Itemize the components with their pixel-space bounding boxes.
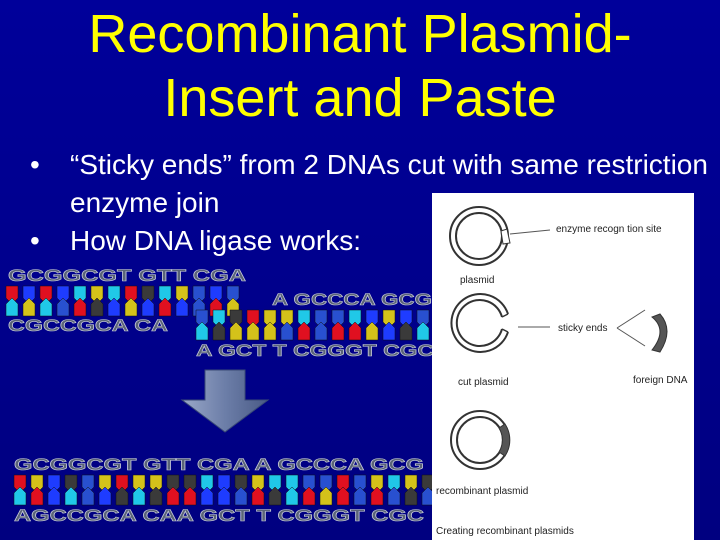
- bullet-text-1: “Sticky ends” from 2 DNAs cut with same …: [70, 149, 708, 218]
- figure-background: [432, 193, 694, 540]
- label-foreign-dna: foreign DNA: [633, 375, 688, 386]
- dna-base-bottom: [73, 297, 87, 317]
- dna-base-bottom: [399, 321, 413, 341]
- dna-base-bottom: [280, 321, 294, 341]
- dna-base-bottom: [285, 486, 299, 506]
- dna-base-bottom: [229, 321, 243, 341]
- dna-base-bottom: [212, 321, 226, 341]
- down-arrow-icon: [180, 369, 270, 433]
- dna-base-bottom: [124, 297, 138, 317]
- dna-joined-top-strand: GCGGCGT GTT CGA A GCCCA GCG: [14, 455, 424, 474]
- dna-base-bottom: [158, 297, 172, 317]
- bullet-text-2: How DNA ligase works:: [70, 225, 361, 256]
- dna-left-top-strand: GCGGCGT GTT CGA: [8, 266, 246, 285]
- dna-base-bottom: [387, 486, 401, 506]
- title-line-2: Insert and Paste: [163, 68, 557, 128]
- bullet-dot: •: [30, 225, 40, 256]
- dna-base-bottom: [64, 486, 78, 506]
- dna-base-bottom: [56, 297, 70, 317]
- dna-base-bottom: [39, 297, 53, 317]
- dna-base-bottom: [30, 486, 44, 506]
- dna-base-bottom: [200, 486, 214, 506]
- dna-base-bottom: [251, 486, 265, 506]
- bullet-item: • “Sticky ends” from 2 DNAs cut with sam…: [30, 146, 710, 222]
- foreign-dna-diagram: [651, 313, 668, 353]
- figure-caption: Creating recombinant plasmids: [436, 526, 574, 537]
- plasmid-diagram: [449, 206, 551, 266]
- dna-base-bottom: [302, 486, 316, 506]
- dna-base-bottom: [217, 486, 231, 506]
- dna-base-bottom: [404, 486, 418, 506]
- dna-joined-bottom-strand: AGCCGCA CAA GCT T CGGGT CGC: [14, 506, 424, 525]
- dna-base-bottom: [314, 321, 328, 341]
- dna-base-bottom: [353, 486, 367, 506]
- dna-base-bottom: [175, 297, 189, 317]
- cut-plasmid-diagram: [450, 293, 550, 353]
- dna-base-bottom: [263, 321, 277, 341]
- label-recombinant-plasmid: recombinant plasmid: [436, 486, 528, 497]
- dna-base-bottom: [5, 297, 19, 317]
- plasmid-figure: enzyme recogn tion site plasmid sticky e…: [432, 193, 694, 540]
- dna-base-bottom: [141, 297, 155, 317]
- dna-base-bottom: [13, 486, 27, 506]
- dna-right-top-strand: A GCCCA GCG: [272, 290, 432, 309]
- label-plasmid: plasmid: [460, 275, 494, 286]
- dna-base-bottom: [416, 321, 430, 341]
- label-sticky-ends: sticky ends: [558, 323, 607, 334]
- dna-base-bottom: [115, 486, 129, 506]
- dna-base-bottom: [246, 321, 260, 341]
- dna-base-bottom: [319, 486, 333, 506]
- dna-fragment-right: A GCCCA GCG A GCT T CGGGT CGC: [195, 290, 435, 361]
- dna-base-bottom: [132, 486, 146, 506]
- dna-base-bottom: [107, 297, 121, 317]
- dna-base-bottom: [297, 321, 311, 341]
- dna-base-bottom: [149, 486, 163, 506]
- dna-base-bottom: [183, 486, 197, 506]
- dna-base-blocks: [13, 474, 435, 506]
- title-line-1: Recombinant Plasmid-: [88, 4, 632, 64]
- dna-fragment-left: GCGGCGT GTT CGA CGCCGCA CA: [5, 266, 246, 335]
- dna-base-bottom: [336, 486, 350, 506]
- bullet-dot: •: [30, 149, 40, 180]
- slide-title: Recombinant Plasmid- Insert and Paste: [0, 2, 720, 130]
- dna-base-bottom: [47, 486, 61, 506]
- dna-base-bottom: [81, 486, 95, 506]
- dna-base-bottom: [331, 321, 345, 341]
- dna-base-bottom: [195, 321, 209, 341]
- dna-base-bottom: [22, 297, 36, 317]
- bullet-item: • How DNA ligase works:: [30, 222, 710, 260]
- dna-base-bottom: [348, 321, 362, 341]
- dna-base-bottom: [90, 297, 104, 317]
- pointer-lines: [616, 309, 646, 347]
- label-cut-plasmid: cut plasmid: [458, 377, 509, 388]
- dna-joined: GCGGCGT GTT CGA A GCCCA GCG AGCCGCA CAA …: [13, 455, 435, 525]
- dna-base-bottom: [98, 486, 112, 506]
- dna-base-bottom: [166, 486, 180, 506]
- dna-base-bottom: [370, 486, 384, 506]
- dna-base-bottom: [268, 486, 282, 506]
- bullet-list: • “Sticky ends” from 2 DNAs cut with sam…: [30, 146, 710, 260]
- dna-base-blocks: [195, 309, 430, 341]
- dna-left-bottom-strand: CGCCGCA CA: [8, 316, 168, 335]
- dna-base-bottom: [365, 321, 379, 341]
- label-recognition-site: enzyme recogn tion site: [556, 224, 662, 235]
- dna-base-bottom: [234, 486, 248, 506]
- dna-base-bottom: [382, 321, 396, 341]
- dna-right-bottom-strand: A GCT T CGGGT CGC: [196, 341, 434, 360]
- recombinant-plasmid-diagram: [450, 410, 511, 470]
